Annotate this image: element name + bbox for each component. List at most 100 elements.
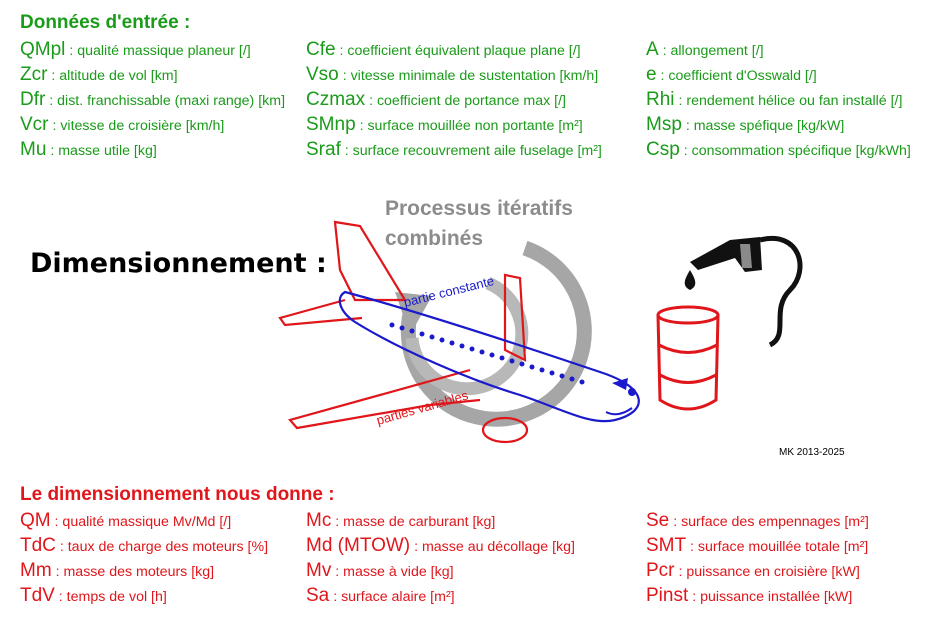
input-item: Msp : masse spéfique [kg/kW] <box>646 112 911 137</box>
cabin-windows <box>389 322 585 385</box>
input-item: A : allongement [/] <box>646 37 911 62</box>
input-description: : masse spéfique [kg/kW] <box>681 118 845 134</box>
output-symbol: Pcr <box>646 560 675 581</box>
output-symbol: Mc <box>306 510 332 531</box>
input-description: : qualité massique planeur [/] <box>65 43 251 59</box>
input-description: : vitesse minimale de sustentation [km/h… <box>338 68 599 84</box>
input-item: QMpl : qualité massique planeur [/] <box>20 37 285 62</box>
input-item: Dfr : dist. franchissable (maxi range) [… <box>20 87 285 112</box>
input-item: Csp : consommation spécifique [kg/kWh] <box>646 137 911 162</box>
input-symbol: Csp <box>646 139 680 160</box>
iteration-arrow-icon <box>395 240 592 427</box>
output-description: : masse des moteurs [kg] <box>51 564 215 580</box>
airplane-fuselage <box>338 290 640 423</box>
input-description: : surface recouvrement aile fuselage [m²… <box>340 143 602 159</box>
input-symbol: Mu <box>20 139 47 160</box>
inputs-heading: Données d'entrée : <box>20 12 191 33</box>
input-description: : altitude de vol [km] <box>47 68 178 84</box>
output-item: Pinst : puissance installée [kW] <box>646 583 869 608</box>
output-description: : surface mouillée totale [m²] <box>686 539 869 555</box>
input-symbol: Vso <box>306 64 339 85</box>
output-description: : surface des empennages [m²] <box>669 514 869 530</box>
output-symbol: Mv <box>306 560 332 581</box>
output-item: Mv : masse à vide [kg] <box>306 558 575 583</box>
output-item: Md (MTOW) : masse au décollage [kg] <box>306 533 575 558</box>
input-item: Vcr : vitesse de croisière [km/h] <box>20 112 285 137</box>
input-symbol: Msp <box>646 114 682 135</box>
output-description: : surface alaire [m²] <box>329 589 455 605</box>
input-item: Zcr : altitude de vol [km] <box>20 62 285 87</box>
output-symbol: Sa <box>306 585 330 606</box>
input-description: : rendement hélice ou fan installé [/] <box>674 93 903 109</box>
input-description: : dist. franchissable (maxi range) [km] <box>45 93 286 109</box>
main-wing <box>288 368 481 430</box>
process-label-line2: combinés <box>385 227 483 250</box>
horizontal-tail <box>278 298 363 327</box>
output-description: : puissance installée [kW] <box>688 589 853 605</box>
input-item: SMnp : surface mouillée non portante [m²… <box>306 112 602 137</box>
wing-tip <box>503 273 527 362</box>
cockpit-face-icon <box>605 378 636 416</box>
input-description: : masse utile [kg] <box>46 143 157 159</box>
input-description: : allongement [/] <box>658 43 764 59</box>
input-symbol: Vcr <box>20 114 49 135</box>
outputs-heading: Le dimensionnement nous donne : <box>20 484 335 505</box>
fuselage-outline <box>338 290 640 423</box>
outputs-column-3: Se : surface des empennages [m²] SMT : s… <box>646 508 869 608</box>
input-description: : coefficient d'Osswald [/] <box>656 68 817 84</box>
outputs-column-2: Mc : masse de carburant [kg] Md (MTOW) :… <box>306 508 575 608</box>
output-item: Pcr : puissance en croisière [kW] <box>646 558 869 583</box>
input-symbol: Zcr <box>20 64 48 85</box>
output-item: TdV : temps de vol [h] <box>20 583 268 608</box>
input-description: : coefficient de portance max [/] <box>365 93 566 109</box>
output-item: QM : qualité massique Mv/Md [/] <box>20 508 268 533</box>
output-symbol: TdV <box>20 585 55 606</box>
input-item: Czmax : coefficient de portance max [/] <box>306 87 602 112</box>
input-item: Vso : vitesse minimale de sustentation [… <box>306 62 602 87</box>
input-description: : consommation spécifique [kg/kWh] <box>679 143 911 159</box>
engine-nacelle <box>481 416 529 444</box>
output-description: : puissance en croisière [kW] <box>674 564 860 580</box>
input-symbol: SMnp <box>306 114 356 135</box>
input-symbol: Dfr <box>20 89 46 110</box>
airplane-variable-parts <box>278 220 529 444</box>
output-item: Mc : masse de carburant [kg] <box>306 508 575 533</box>
input-item: Mu : masse utile [kg] <box>20 137 285 162</box>
output-item: SMT : surface mouillée totale [m²] <box>646 533 869 558</box>
input-symbol: e <box>646 64 657 85</box>
outputs-column-1: QM : qualité massique Mv/Md [/] TdC : ta… <box>20 508 268 608</box>
input-item: Sraf : surface recouvrement aile fuselag… <box>306 137 602 162</box>
output-item: Mm : masse des moteurs [kg] <box>20 558 268 583</box>
input-symbol: QMpl <box>20 39 66 60</box>
input-item: e : coefficient d'Osswald [/] <box>646 62 911 87</box>
inputs-column-3: A : allongement [/] e : coefficient d'Os… <box>646 37 911 162</box>
output-symbol: Se <box>646 510 670 531</box>
input-symbol: A <box>646 39 659 60</box>
output-symbol: QM <box>20 510 51 531</box>
output-symbol: SMT <box>646 535 687 556</box>
output-symbol: Mm <box>20 560 52 581</box>
output-item: Sa : surface alaire [m²] <box>306 583 575 608</box>
inputs-column-1: QMpl : qualité massique planeur [/] Zcr … <box>20 37 285 162</box>
credit-label: MK 2013-2025 <box>779 447 845 458</box>
input-symbol: Czmax <box>306 89 366 110</box>
output-description: : masse de carburant [kg] <box>331 514 496 530</box>
constant-part-label: partie constante <box>402 273 495 310</box>
input-description: : surface mouillée non portante [m²] <box>355 118 583 134</box>
input-item: Rhi : rendement hélice ou fan installé [… <box>646 87 911 112</box>
output-item: Se : surface des empennages [m²] <box>646 508 869 533</box>
output-item: TdC : taux de charge des moteurs [%] <box>20 533 268 558</box>
fuel-nozzle-icon <box>684 235 803 348</box>
output-description: : masse à vide [kg] <box>331 564 454 580</box>
output-description: : masse au décollage [kg] <box>410 539 575 555</box>
input-symbol: Sraf <box>306 139 341 160</box>
input-description: : coefficient équivalent plaque plane [/… <box>335 43 581 59</box>
input-item: Cfe : coefficient équivalent plaque plan… <box>306 37 602 62</box>
output-symbol: TdC <box>20 535 56 556</box>
output-description: : qualité massique Mv/Md [/] <box>50 514 232 530</box>
sizing-title: Dimensionnement : <box>30 248 327 279</box>
input-symbol: Rhi <box>646 89 675 110</box>
output-description: : temps de vol [h] <box>54 589 167 605</box>
vertical-tail <box>333 220 407 302</box>
